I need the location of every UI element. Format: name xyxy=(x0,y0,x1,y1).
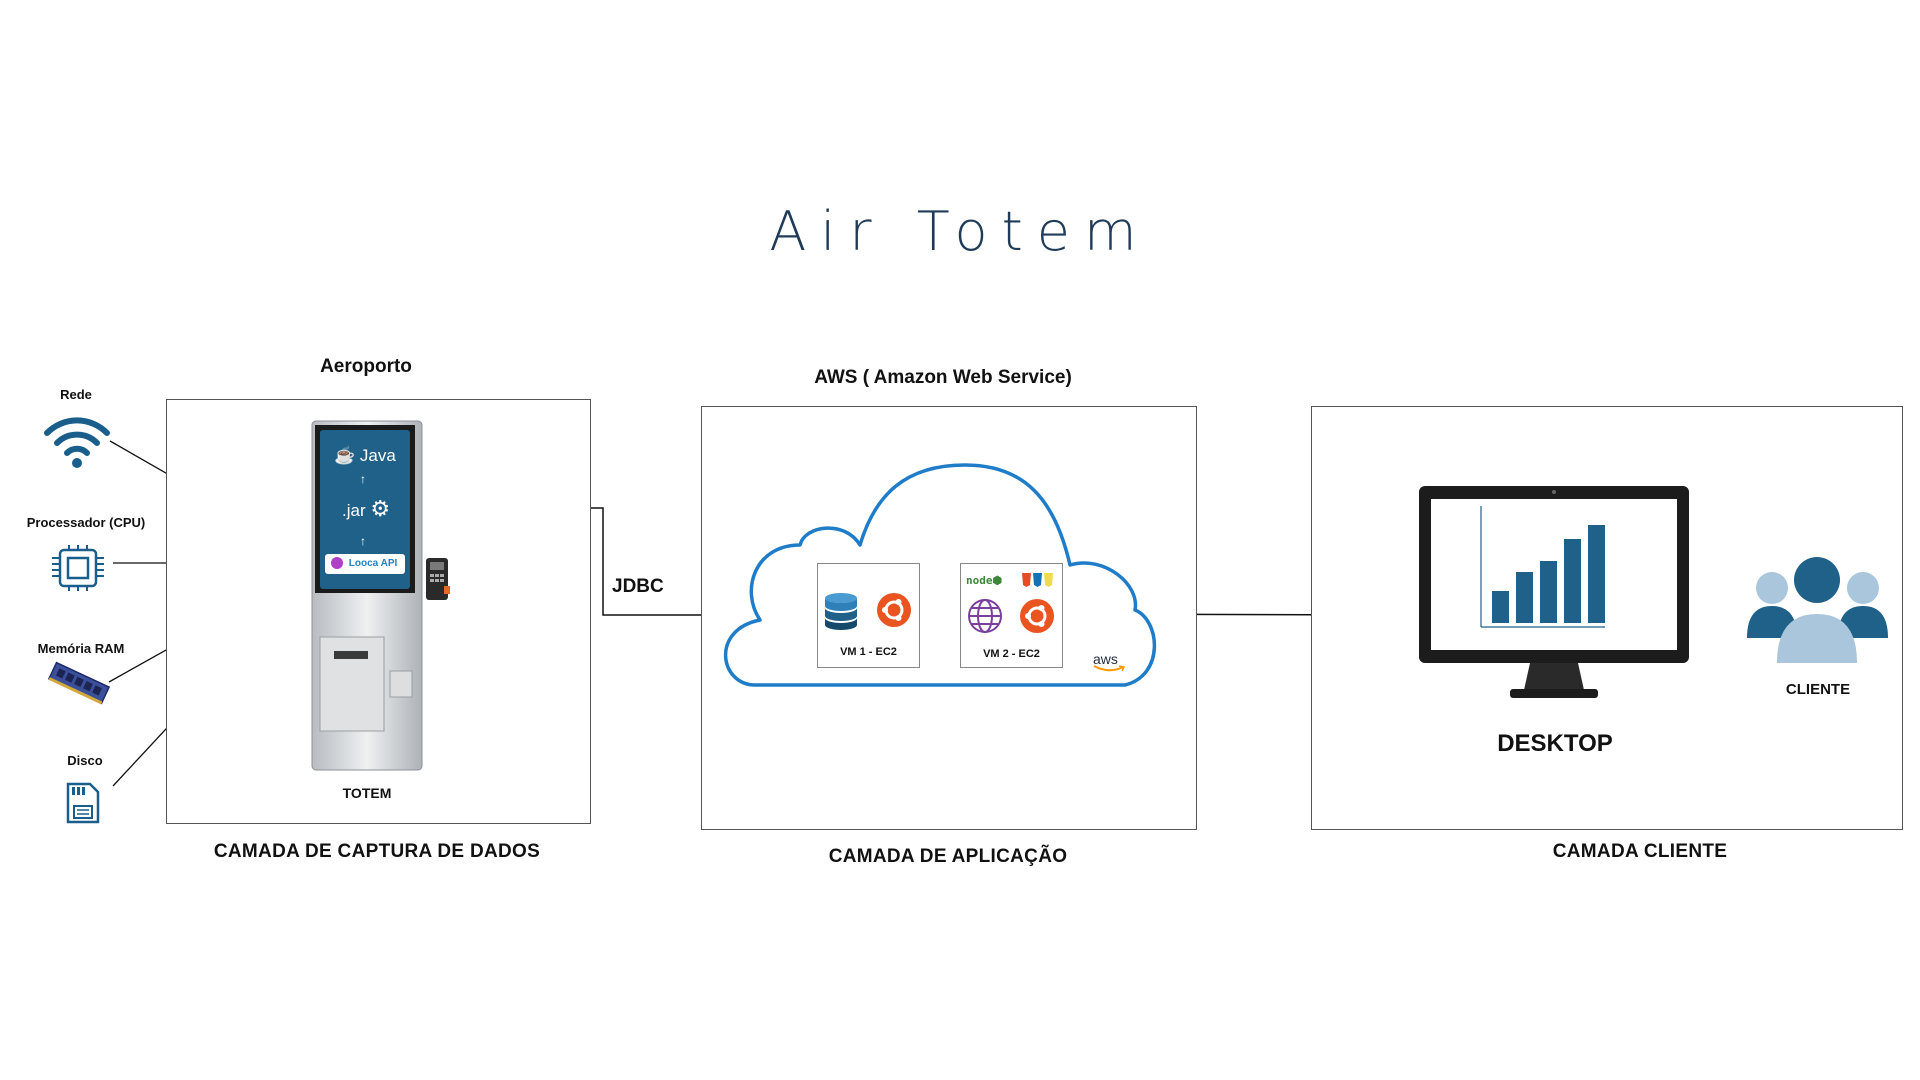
aws-smile-icon xyxy=(1093,665,1126,672)
bar-chart-icon xyxy=(1480,506,1605,628)
vm2-box: node⬢ VM 2 - EC2 xyxy=(960,563,1063,668)
sensor-label-ram: Memória RAM xyxy=(37,641,125,656)
jdbc-label: JDBC xyxy=(612,576,664,597)
database-icon xyxy=(825,593,857,630)
aws-logo: aws xyxy=(1093,651,1133,673)
totem-screen: ☕ Java ↑ .jar ⚙ ↑ Looca API xyxy=(320,430,410,589)
cpu-icon xyxy=(52,545,104,591)
looca-logo-icon xyxy=(331,557,343,570)
diagram-title: Air Totem xyxy=(769,200,1151,263)
capture-layer-label: CAMADA DE CAPTURA DE DADOS xyxy=(213,841,541,862)
up-arrow-icon: ↑ xyxy=(360,472,366,486)
sensor-label-cpu: Processador (CPU) xyxy=(26,515,146,530)
chart-bar-1 xyxy=(1492,591,1509,623)
looca-api-badge: Looca API xyxy=(325,554,405,574)
disk-icon xyxy=(66,782,100,824)
vm1-box: VM 1 - EC2 xyxy=(817,563,920,668)
ram-icon xyxy=(47,661,111,705)
ubuntu-icon xyxy=(877,593,911,627)
users-icon xyxy=(1747,557,1888,663)
capture-header: Aeroporto xyxy=(320,356,412,377)
nodejs-text: node xyxy=(966,574,993,587)
html-css-js-icon xyxy=(1022,573,1053,587)
java-label: ☕ Java xyxy=(334,446,408,466)
chart-bar-2 xyxy=(1516,572,1533,623)
vm1-label: VM 1 - EC2 xyxy=(840,646,897,658)
java-text: Java xyxy=(359,446,396,465)
card-reader-icon xyxy=(426,558,450,600)
client-layer-label: CAMADA CLIENTE xyxy=(1552,841,1728,862)
web-globe-icon xyxy=(968,599,1002,633)
totem-label: TOTEM xyxy=(342,785,392,801)
ubuntu-icon-2 xyxy=(1020,599,1054,633)
chart-bar-3 xyxy=(1540,561,1557,623)
aws-logo-text: aws xyxy=(1093,651,1118,667)
application-layer-label: CAMADA DE APLICAÇÃO xyxy=(828,846,1068,867)
jar-label: .jar ⚙ xyxy=(342,496,412,522)
aws-header: AWS ( Amazon Web Service) xyxy=(814,367,1072,388)
gear-icon: ⚙ xyxy=(370,496,391,521)
sensor-label-network: Rede xyxy=(60,387,92,402)
jar-text: .jar xyxy=(342,501,366,520)
up-arrow-icon-2: ↑ xyxy=(360,534,366,548)
wifi-icon xyxy=(44,417,110,468)
chart-bars xyxy=(1489,525,1607,623)
vm2-label: VM 2 - EC2 xyxy=(983,648,1040,660)
desktop-label: DESKTOP xyxy=(1497,730,1613,757)
looca-text: Looca API xyxy=(348,558,398,569)
chart-bar-4 xyxy=(1564,539,1581,623)
sensor-label-disk: Disco xyxy=(67,753,103,768)
client-label: CLIENTE xyxy=(1785,681,1851,698)
java-icon: ☕ xyxy=(334,446,356,465)
chart-bar-5 xyxy=(1588,525,1605,623)
nodejs-icon: node⬢ xyxy=(966,574,1003,587)
totem-device: ☕ Java ↑ .jar ⚙ ↑ Looca API xyxy=(311,420,450,771)
